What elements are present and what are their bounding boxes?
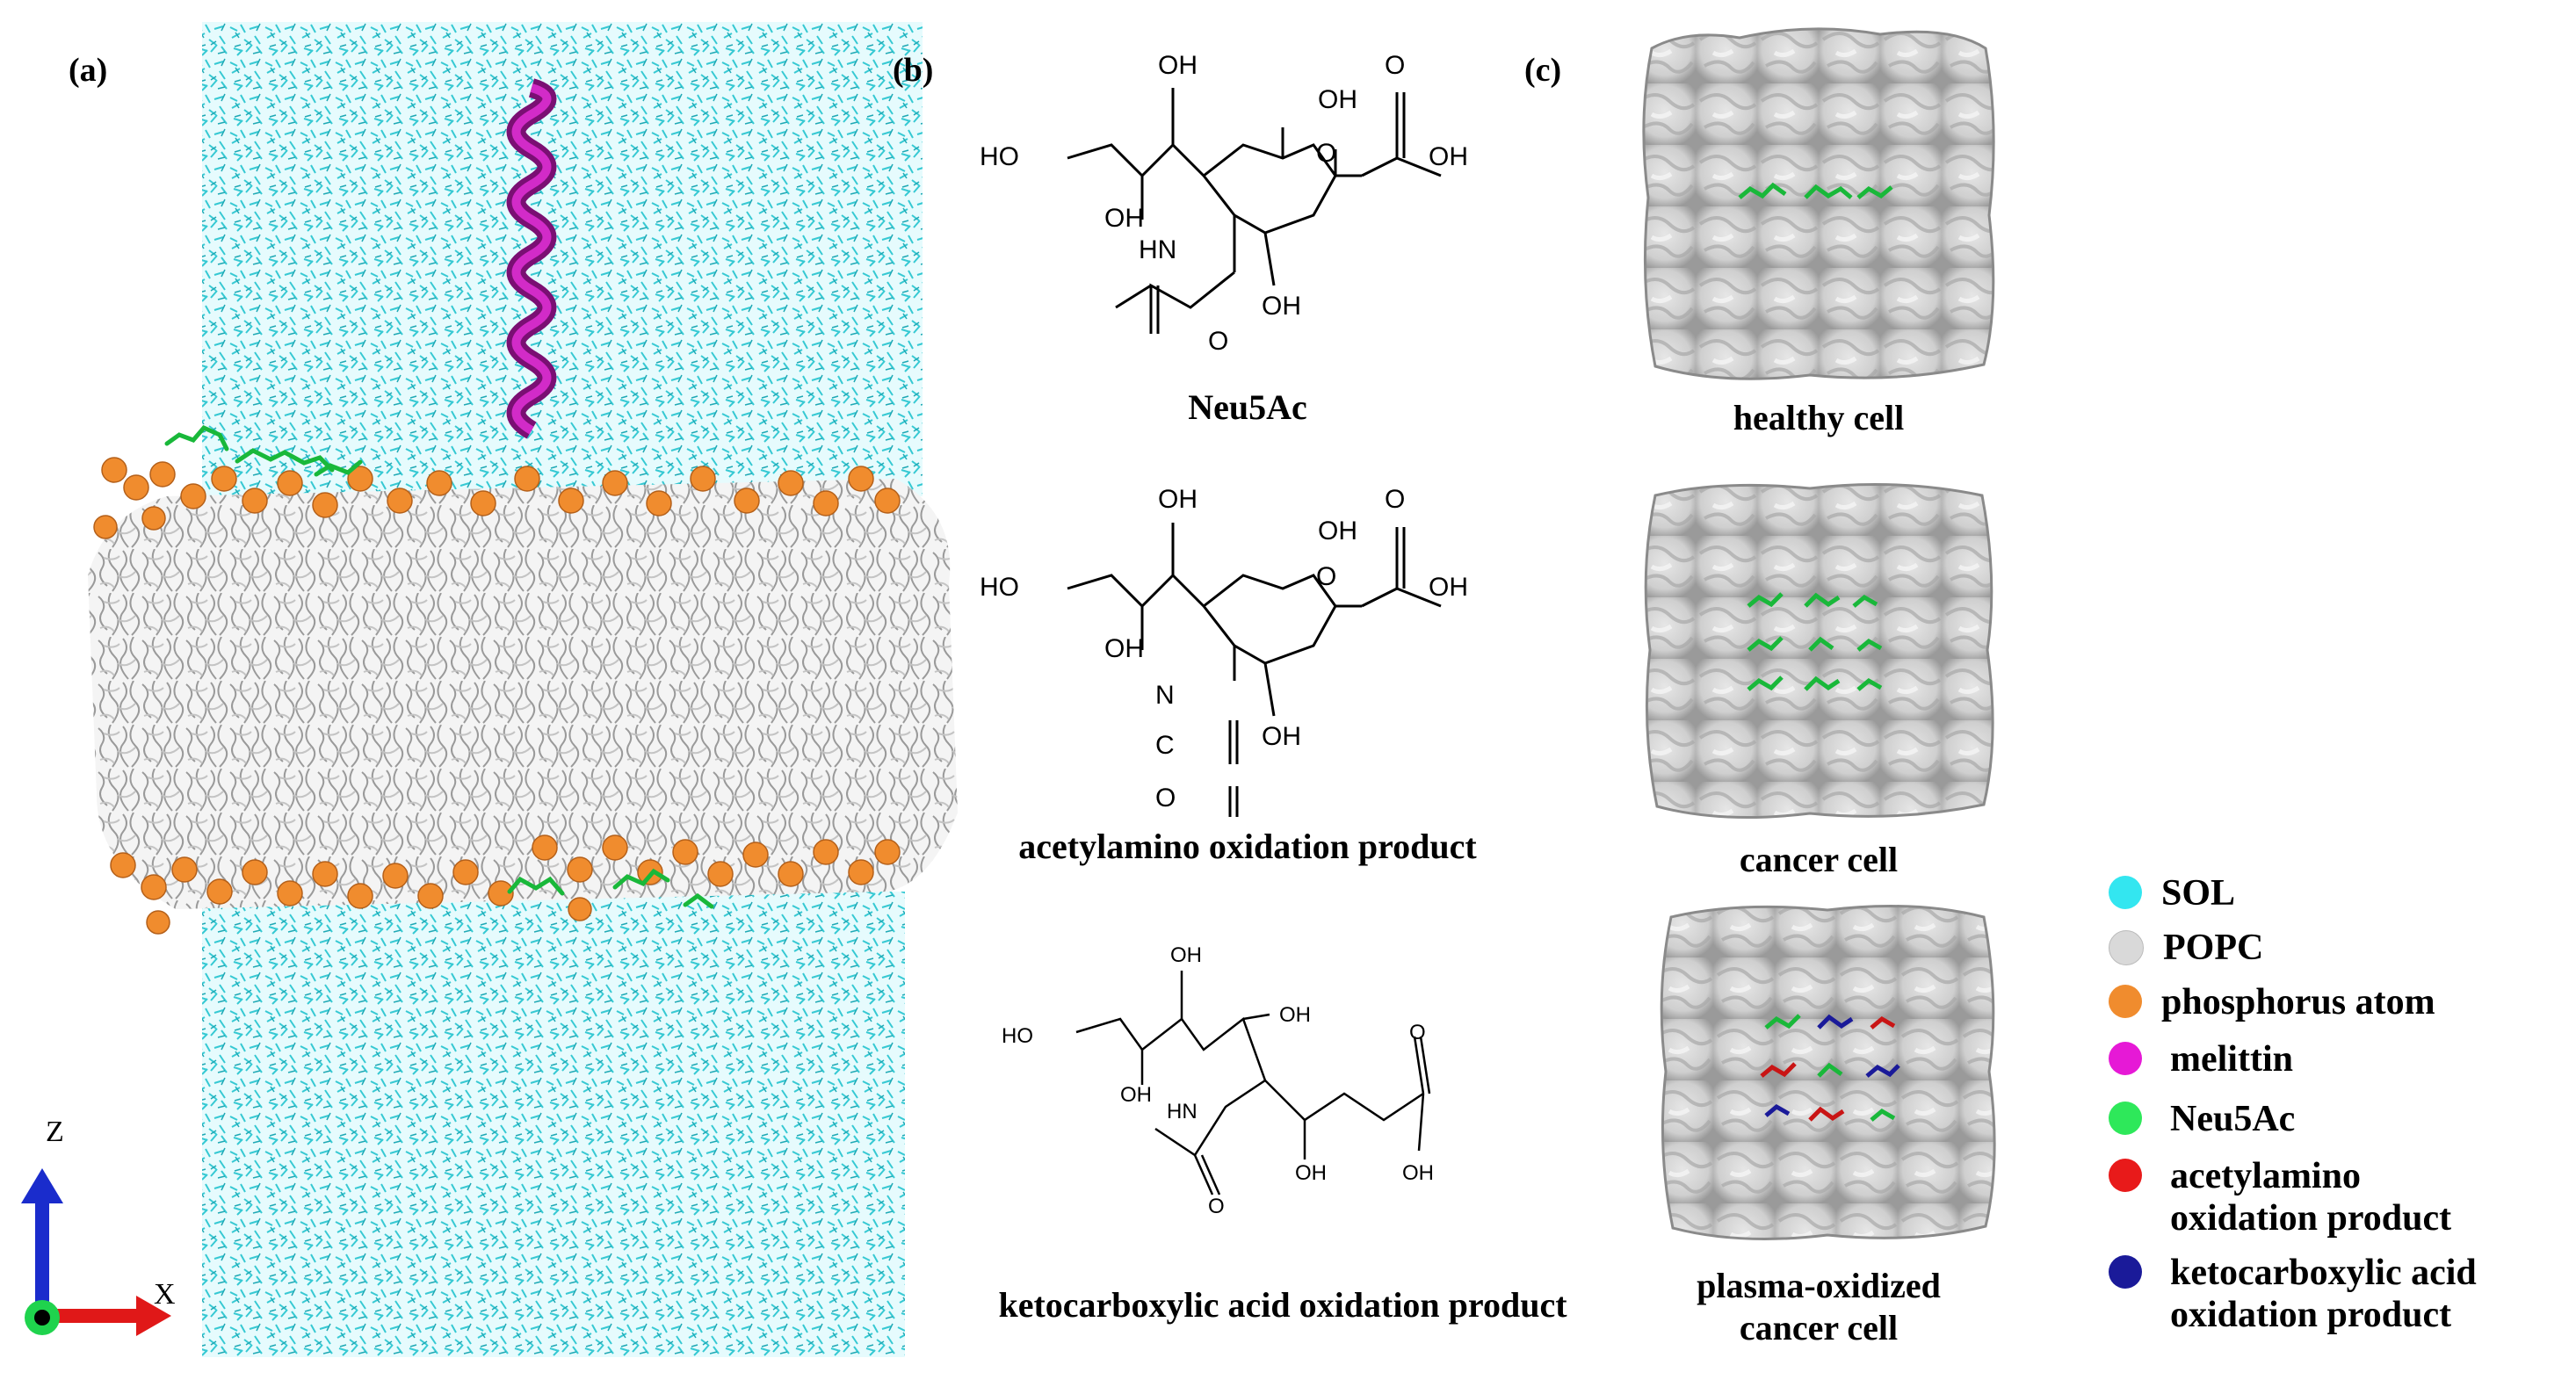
healthy-cell-caption: healthy cell xyxy=(1733,398,1905,437)
acetylamino-oh-top: OH xyxy=(1158,485,1198,514)
neu5ac-ring-o: O xyxy=(1316,139,1337,168)
keto-acid-o: O xyxy=(1409,1021,1426,1044)
acetylamino-caption: acetylamino oxidation product xyxy=(1018,827,1477,866)
neu5ac-structure xyxy=(1067,88,1442,334)
legend-swatch-neu5ac xyxy=(2109,1102,2142,1135)
legend-swatch-melittin xyxy=(2109,1042,2142,1075)
axis-x-label: X xyxy=(154,1278,176,1311)
neu5ac-carbonyl-o: O xyxy=(1208,327,1229,356)
legend-label-acetylamino: acetylamino oxidation product xyxy=(2170,1156,2452,1239)
neu5ac-oh-bottom: OH xyxy=(1262,292,1301,321)
keto-oh-bottom: OH xyxy=(1295,1161,1327,1185)
legend-item-popc: POPC xyxy=(2109,927,2263,969)
acetylamino-c: C xyxy=(1155,731,1175,760)
legend-item-phosphorus: phosphorus atom xyxy=(2109,981,2435,1023)
cancer-cell-surface xyxy=(1644,483,1994,819)
legend-item-sol: SOL xyxy=(2109,872,2235,914)
neu5ac-cooh-o: O xyxy=(1385,51,1406,80)
membrane-simulation-image xyxy=(21,22,958,1357)
healthy-cell-surface xyxy=(1642,27,1995,380)
panel-a-label: (a) xyxy=(69,52,108,89)
legend-label-ketocarboxylic: ketocarboxylic acid oxidation product xyxy=(2170,1253,2477,1335)
neu5ac-oh-mid: OH xyxy=(1104,204,1144,233)
legend-swatch-acetylamino xyxy=(2109,1159,2142,1192)
legend-label-sol: SOL xyxy=(2161,873,2236,914)
legend-label-phosphorus: phosphorus atom xyxy=(2161,982,2435,1022)
legend-swatch-ketocarboxylic xyxy=(2109,1255,2142,1289)
keto-ho-left: HO xyxy=(1002,1024,1033,1048)
acetylamino-product-structure xyxy=(1067,523,1442,817)
acetylamino-o-terminal: O xyxy=(1155,784,1176,813)
neu5ac-oh-top: OH xyxy=(1158,51,1198,80)
legend-item-ketocarboxylic: ketocarboxylic acid oxidation product xyxy=(2109,1252,2477,1336)
neu5ac-hn: HN xyxy=(1139,235,1177,264)
acetylamino-oh-bottom: OH xyxy=(1262,722,1301,751)
acetylamino-oh-mid: OH xyxy=(1104,634,1144,663)
acetylamino-cooh-o: O xyxy=(1385,485,1406,514)
plasma-oxidized-cell-caption: plasma-oxidized cancer cell xyxy=(1697,1266,1941,1347)
neu5ac-caption: Neu5Ac xyxy=(1188,387,1307,427)
ketocarboxylic-product-structure xyxy=(1075,971,1431,1196)
legend-label-popc: POPC xyxy=(2163,928,2264,968)
plasma-oxidized-cell-surface xyxy=(1660,905,1996,1240)
keto-carbonyl-o: O xyxy=(1208,1195,1225,1218)
acetylamino-n: N xyxy=(1155,681,1175,710)
panel-c-label: (c) xyxy=(1524,52,1562,89)
neu5ac-cooh-oh: OH xyxy=(1429,142,1468,171)
keto-oh-top: OH xyxy=(1170,943,1202,967)
legend-swatch-phosphorus xyxy=(2109,985,2142,1018)
axis-z-label: Z xyxy=(46,1116,64,1148)
panel-b-label: (b) xyxy=(893,52,934,89)
neu5ac-oh-ring: OH xyxy=(1318,85,1357,114)
legend-swatch-popc xyxy=(2109,930,2144,965)
keto-oh-right: OH xyxy=(1279,1003,1311,1027)
keto-oh-mid: OH xyxy=(1120,1083,1152,1107)
keto-caption: ketocarboxylic acid oxidation product xyxy=(998,1285,1567,1325)
legend-item-melittin: melittin xyxy=(2109,1038,2293,1080)
keto-hn: HN xyxy=(1167,1100,1198,1123)
acetylamino-ho-left: HO xyxy=(980,573,1019,602)
keto-acid-oh: OH xyxy=(1402,1161,1434,1185)
acetylamino-ring-o: O xyxy=(1316,562,1337,591)
neu5ac-ho-left: HO xyxy=(980,142,1019,171)
acetylamino-oh-ring: OH xyxy=(1318,517,1357,545)
legend-label-melittin: melittin xyxy=(2170,1039,2293,1080)
legend-item-neu5ac: Neu5Ac xyxy=(2109,1098,2295,1140)
legend-label-neu5ac: Neu5Ac xyxy=(2170,1099,2296,1139)
cancer-cell-caption: cancer cell xyxy=(1739,840,1899,879)
legend-item-acetylamino: acetylamino oxidation product xyxy=(2109,1155,2451,1239)
axis-indicator xyxy=(21,1168,171,1336)
acetylamino-cooh-oh: OH xyxy=(1429,573,1468,602)
legend-swatch-sol xyxy=(2109,876,2142,909)
